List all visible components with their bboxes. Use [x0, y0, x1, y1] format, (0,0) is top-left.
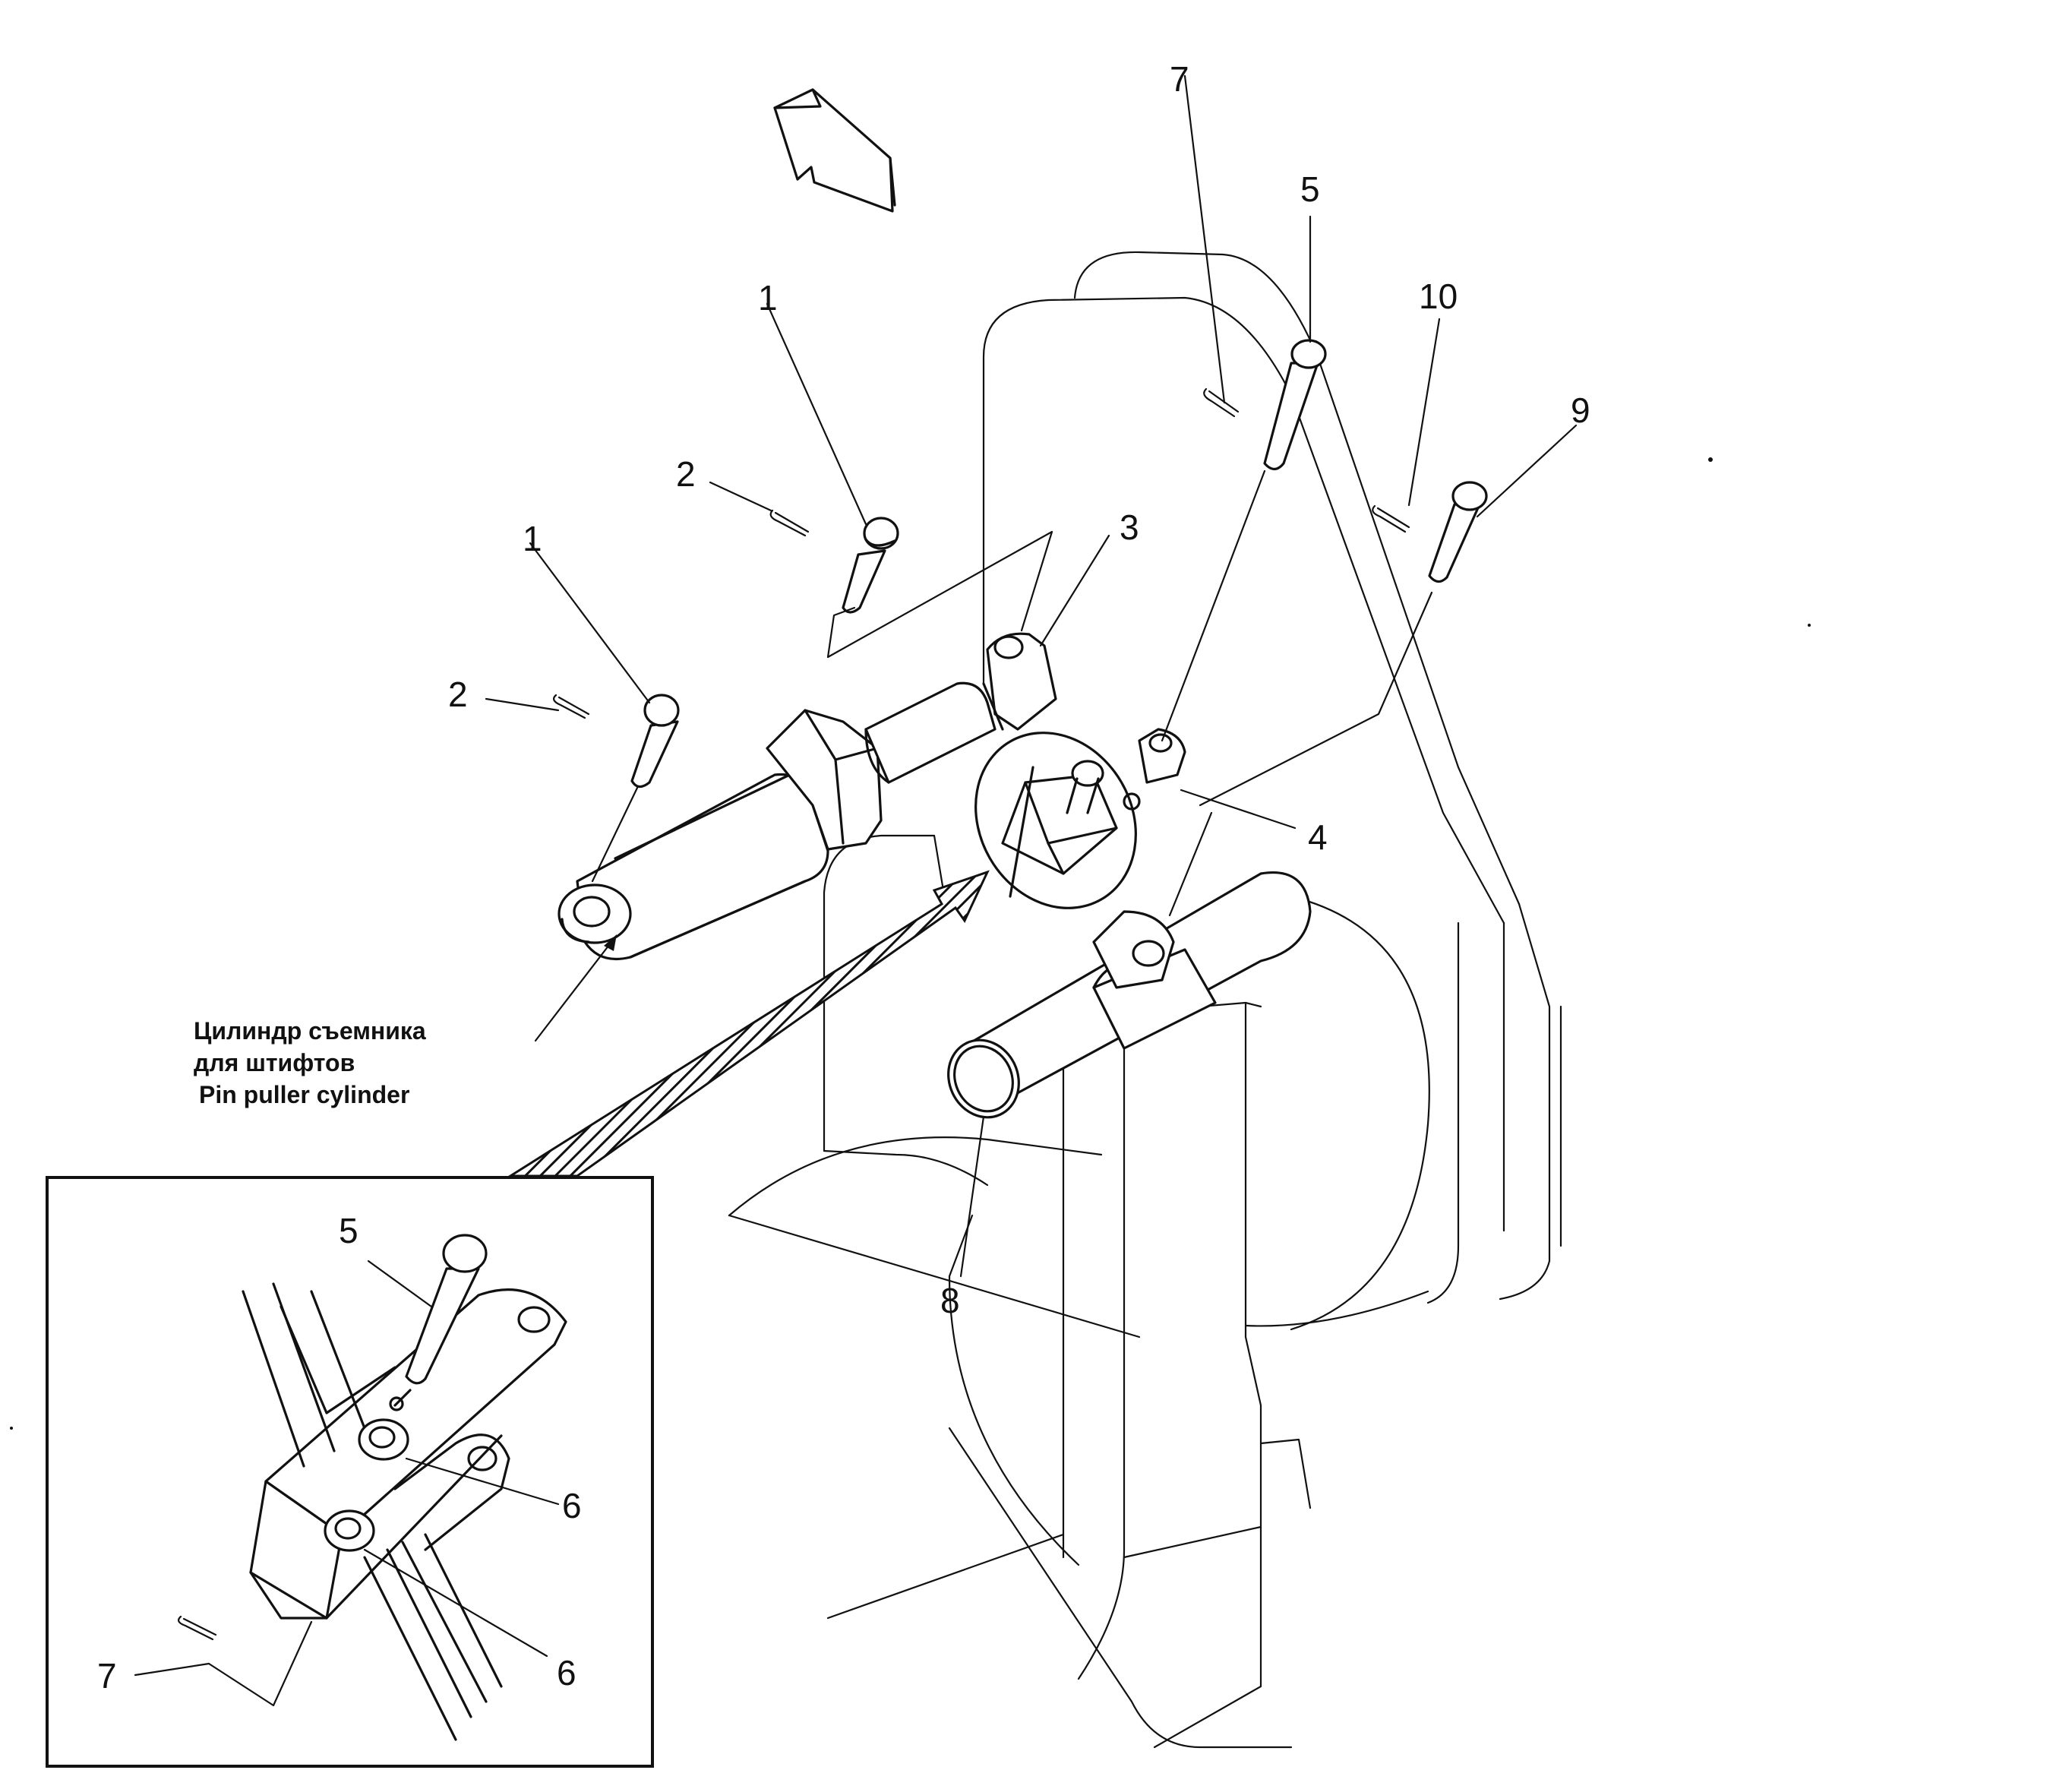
pin-1-upper — [842, 517, 899, 614]
callout-1-upper: 1 — [758, 278, 778, 318]
detail-pointer-arrow-icon — [506, 870, 990, 1177]
callout-1-lower: 1 — [523, 519, 542, 558]
leader-lines — [485, 74, 1578, 1278]
caption-pointer-arrowhead — [604, 934, 617, 951]
inset-callout-7: 7 — [97, 1656, 117, 1696]
detail-circle — [974, 732, 1141, 909]
pin-5-top — [1263, 339, 1327, 471]
inset-detail — [46, 1176, 654, 1768]
cotter-pins — [553, 387, 1410, 719]
pin-9 — [1428, 481, 1488, 583]
callout-2-lower: 2 — [448, 675, 468, 714]
callout-4: 4 — [1308, 817, 1328, 857]
inset-callout-5: 5 — [339, 1211, 358, 1250]
callout-3: 3 — [1120, 507, 1139, 547]
inset-callout-6-lower: 6 — [557, 1653, 576, 1693]
callout-7-top: 7 — [1170, 59, 1189, 99]
callout-2-upper: 2 — [676, 454, 696, 494]
caption-line-russian-2: для штифтов — [194, 1049, 355, 1076]
callout-10: 10 — [1419, 277, 1458, 316]
caption-line-russian-1: Цилиндр съемника — [194, 1017, 426, 1045]
callout-8: 8 — [940, 1281, 960, 1320]
bracket-lug — [1138, 728, 1186, 784]
caption-line-english: Pin puller cylinder — [199, 1081, 409, 1108]
shaft — [947, 871, 1312, 1119]
inset-callout-6-upper: 6 — [562, 1486, 582, 1525]
direction-arrow-icon — [773, 88, 896, 213]
scan-specks — [10, 457, 1811, 1430]
callout-9: 9 — [1571, 390, 1590, 430]
pin-1-lower — [630, 694, 680, 789]
callout-5-top: 5 — [1300, 169, 1320, 209]
pin-puller-cylinder — [557, 632, 1057, 961]
